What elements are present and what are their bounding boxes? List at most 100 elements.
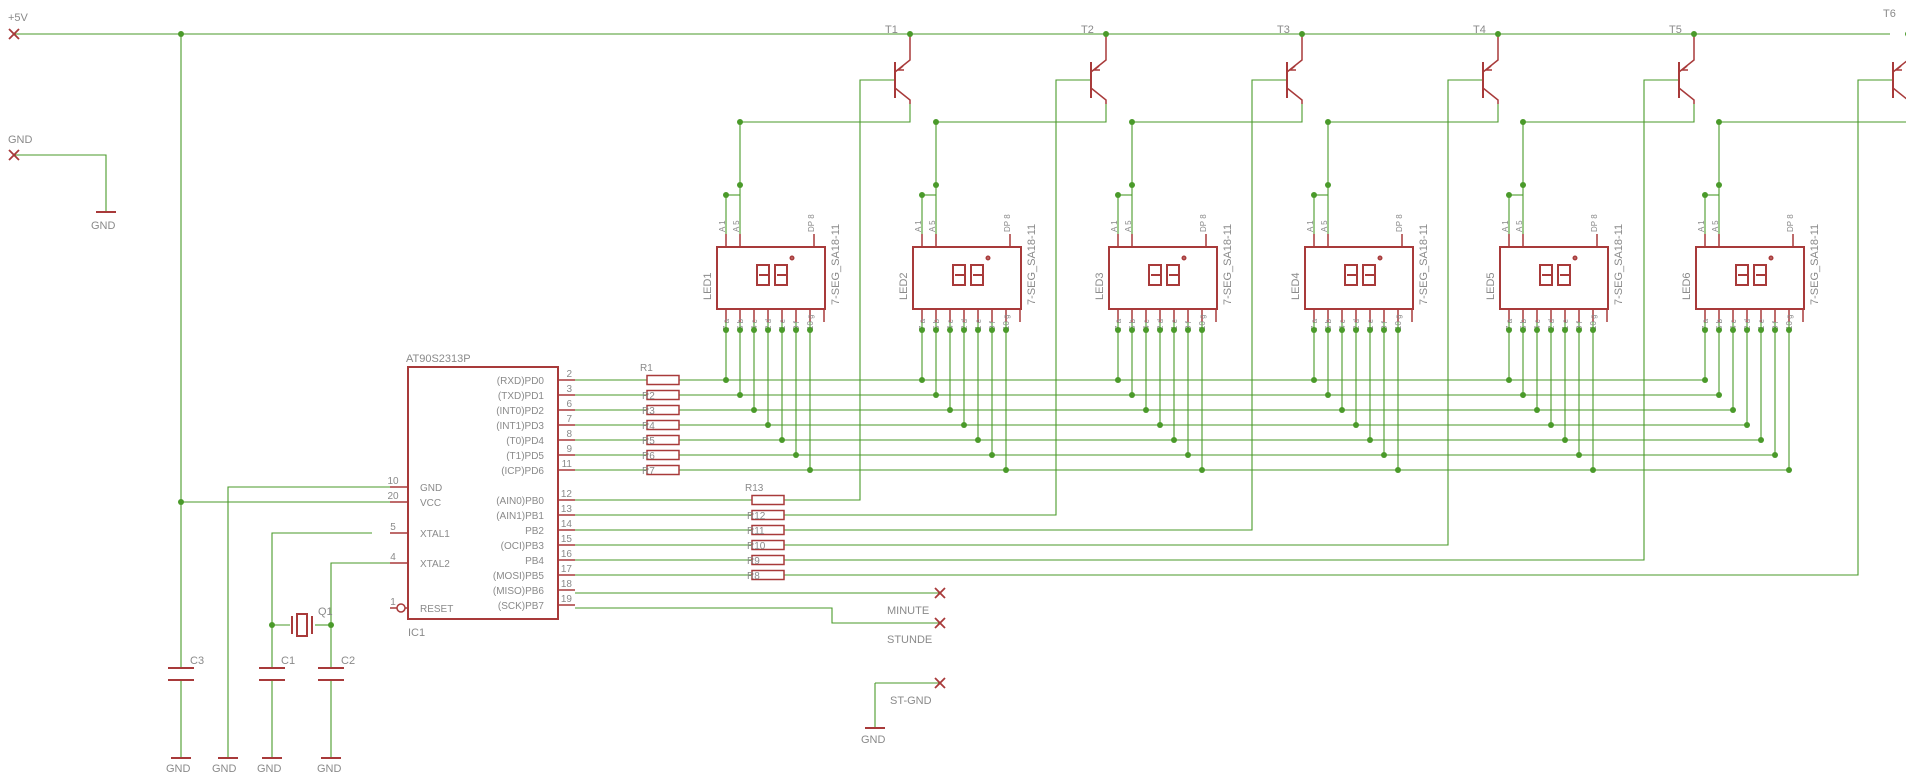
junction-dot — [961, 422, 967, 428]
mcu-pin-name: (SCK)PB7 — [498, 601, 545, 612]
st-gnd-label: ST-GND — [890, 695, 932, 707]
display-pin-label: 2 d — [960, 319, 969, 330]
display-pin-label: A 5 — [732, 220, 741, 232]
mcu-pin-number: 20 — [387, 491, 399, 502]
junction-dot — [737, 327, 743, 333]
resistor — [751, 509, 785, 521]
display-pin-label: DP 8 — [1395, 214, 1404, 232]
junction-dot — [1562, 437, 1568, 443]
junction-dot — [1129, 182, 1135, 188]
mcu-pin-number: 5 — [390, 522, 396, 533]
display-pin-label: 4 c — [1729, 319, 1738, 330]
junction-dot — [751, 407, 757, 413]
junction-dot — [1548, 327, 1554, 333]
display-pin-label: 10 g — [1002, 314, 1011, 330]
c1-ref: C1 — [281, 655, 295, 667]
display-top-pins — [1117, 234, 1207, 247]
resistor-ref: R12 — [747, 511, 766, 522]
junction-dot — [1691, 31, 1697, 37]
mcu-pin-name: RESET — [420, 604, 453, 615]
junction-dot — [1395, 327, 1401, 333]
mcu-pin-name: XTAL2 — [420, 559, 450, 570]
junction-dot — [933, 327, 939, 333]
display-value: 7-SEG_SA18-11 — [1222, 224, 1234, 305]
display-pin-label: A 1 — [1697, 220, 1706, 232]
display-pin-label: A 5 — [928, 220, 937, 232]
display-pin-label: 2 d — [1352, 319, 1361, 330]
resistor — [751, 494, 785, 506]
wire — [784, 79, 895, 501]
junction-dot — [737, 119, 743, 125]
digit-glyph — [756, 264, 770, 286]
mcu-pin-name: GND — [420, 483, 442, 494]
transistor-t3: T3 — [1277, 24, 1303, 104]
junction-dot — [1299, 31, 1305, 37]
resistor — [751, 524, 785, 536]
mcu-gnd-wire: GND — [212, 486, 390, 775]
display-pin-label: DP 8 — [807, 214, 816, 232]
digit-glyph — [1166, 264, 1180, 286]
junction-dot — [1311, 377, 1317, 383]
resistor-ref: R7 — [642, 466, 655, 477]
digit-glyph — [1148, 264, 1162, 286]
junction-dot — [1534, 407, 1540, 413]
junction-dot — [1353, 422, 1359, 428]
mcu-pin-name: (T1)PD5 — [506, 451, 544, 462]
junction-dot — [1171, 327, 1177, 333]
junction-dot — [1367, 327, 1373, 333]
display-pin-label: A 1 — [718, 220, 727, 232]
display-pin-label: 7 a — [918, 318, 927, 330]
mcu-pin-number: 15 — [561, 534, 573, 545]
mcu-pin-number: 13 — [561, 504, 573, 515]
mcu-pin-number: 1 — [390, 597, 396, 608]
mcu-pin-name: (INT1)PD3 — [496, 421, 544, 432]
capacitor-c2: C2 GND — [317, 625, 355, 775]
display-pin-label: 9 f — [1575, 320, 1584, 330]
mcu-ref: IC1 — [408, 627, 425, 639]
mcu-pin-number: 7 — [566, 414, 572, 425]
gnd-connector: GND GND — [8, 134, 116, 232]
minute-label: MINUTE — [887, 605, 929, 617]
junction-dot — [1199, 327, 1205, 333]
junction-dot — [975, 327, 981, 333]
transistor-ref: T6 — [1883, 8, 1896, 20]
transistor-arrow — [1287, 65, 1296, 71]
junction-dot — [1157, 327, 1163, 333]
resistor-ref: R13 — [745, 483, 764, 494]
display-pin-label: 10 g — [1394, 314, 1403, 330]
junction-dot — [1562, 327, 1568, 333]
junction-dot — [919, 327, 925, 333]
transistor-ref: T1 — [885, 24, 898, 36]
junction-dot — [1339, 407, 1345, 413]
transistor-t2: T2 — [1081, 24, 1107, 104]
resistor-ref: R9 — [747, 556, 760, 567]
resistor — [646, 434, 680, 446]
digit-glyph — [774, 264, 788, 286]
mcu-pin-number: 18 — [561, 579, 573, 590]
wire — [784, 79, 1679, 561]
wire — [784, 79, 1893, 576]
junction-dot — [947, 327, 953, 333]
display-value: 7-SEG_SA18-11 — [830, 224, 842, 305]
junction-dot — [947, 407, 953, 413]
junction-dot — [1520, 327, 1526, 333]
junction-dot — [1185, 327, 1191, 333]
display-pin-label: 1 e — [778, 318, 787, 330]
junction-dot — [1003, 327, 1009, 333]
junction-dot — [1157, 422, 1163, 428]
mcu-pin-name: (T0)PD4 — [506, 436, 544, 447]
junction-dot — [1325, 119, 1331, 125]
c3-gnd-label: GND — [166, 763, 191, 775]
capacitor-c1: C1 GND — [257, 625, 295, 775]
transistor-body — [1090, 34, 1107, 104]
mcu-pin-number: 12 — [561, 489, 573, 500]
display-pin-label: 1 e — [1757, 318, 1766, 330]
vcc-label: +5V — [8, 12, 29, 24]
display-pin-label: 6 b — [1128, 318, 1137, 330]
display-pin-label: A 1 — [1110, 220, 1119, 232]
mcu-pin-number: 19 — [561, 594, 573, 605]
transistor-ref: T4 — [1473, 24, 1486, 36]
display-pin-label: 7 a — [1701, 318, 1710, 330]
display-top-pins — [921, 234, 1011, 247]
display-top-pins — [1704, 234, 1794, 247]
